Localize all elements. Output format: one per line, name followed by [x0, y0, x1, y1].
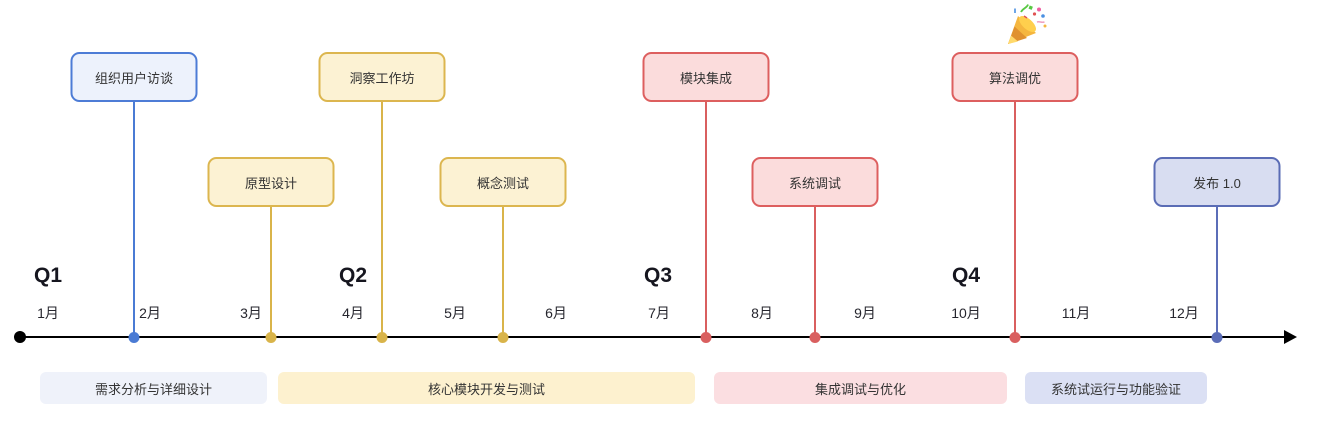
connector-line	[381, 100, 383, 337]
connector-line	[270, 205, 272, 337]
connector-line	[705, 100, 707, 337]
milestone-label: 发布 1.0	[1193, 175, 1241, 191]
timeline-dot	[809, 331, 821, 343]
milestone-card: 系统调试	[751, 157, 879, 207]
month-label-9: 9月	[854, 305, 876, 321]
axis-start-dot	[14, 331, 26, 343]
phase-label: 集成调试与优化	[814, 381, 906, 397]
phase-bar-trial-run-verification: 系统试运行与功能验证	[1025, 372, 1207, 404]
timeline-axis	[20, 336, 1286, 338]
milestone-label: 洞察工作坊	[349, 70, 415, 86]
phase-bar-requirements: 需求分析与详细设计	[40, 372, 267, 404]
milestone-card: 组织用户访谈	[70, 52, 198, 102]
milestone-label: 系统调试	[788, 175, 841, 191]
connector-line	[502, 205, 504, 337]
month-label-12: 12月	[1169, 305, 1199, 321]
timeline-dot	[1009, 331, 1021, 343]
connector-line	[1014, 100, 1016, 337]
timeline-dot	[128, 331, 140, 343]
month-label-1: 1月	[37, 305, 59, 321]
milestone-label: 模块集成	[679, 70, 732, 86]
quarter-label-q1: Q1	[33, 264, 63, 287]
month-label-4: 4月	[342, 305, 364, 321]
milestone-card: 洞察工作坊	[318, 52, 446, 102]
quarter-label-q2: Q2	[338, 264, 368, 287]
connector-line	[814, 205, 816, 337]
phase-label: 核心模块开发与测试	[427, 381, 545, 397]
milestone-label: 组织用户访谈	[94, 70, 173, 86]
timeline-dot	[265, 331, 277, 343]
milestone-label: 概念测试	[476, 175, 529, 191]
milestone-card: 算法调优	[951, 52, 1079, 102]
timeline-dot	[1211, 331, 1223, 343]
month-label-2: 2月	[139, 305, 161, 321]
milestone-card: 概念测试	[439, 157, 567, 207]
timeline-dot	[497, 331, 509, 343]
quarter-label-q4: Q4	[951, 264, 981, 287]
month-label-6: 6月	[545, 305, 567, 321]
milestone-card: 原型设计	[207, 157, 335, 207]
timeline-dot	[700, 331, 712, 343]
axis-arrow-icon	[1284, 330, 1297, 344]
milestone-card: 模块集成	[642, 52, 770, 102]
month-label-8: 8月	[751, 305, 773, 321]
phase-label: 需求分析与详细设计	[94, 381, 212, 397]
phase-label: 系统试运行与功能验证	[1050, 381, 1181, 397]
month-label-10: 10月	[951, 305, 981, 321]
month-label-5: 5月	[444, 305, 466, 321]
timeline-dot	[376, 331, 388, 343]
connector-line	[133, 100, 135, 337]
milestone-label: 算法调优	[988, 70, 1041, 86]
month-label-3: 3月	[240, 305, 262, 321]
milestone-label: 原型设计	[244, 175, 297, 191]
month-label-7: 7月	[648, 305, 670, 321]
phase-bar-integration-optimization: 集成调试与优化	[714, 372, 1007, 404]
quarter-label-q3: Q3	[643, 264, 673, 287]
phase-bar-core-development: 核心模块开发与测试	[278, 372, 695, 404]
milestone-card: 发布 1.0	[1153, 157, 1281, 207]
party-popper-icon	[1008, 4, 1047, 44]
month-label-11: 11月	[1061, 305, 1091, 321]
connector-line	[1216, 205, 1218, 337]
